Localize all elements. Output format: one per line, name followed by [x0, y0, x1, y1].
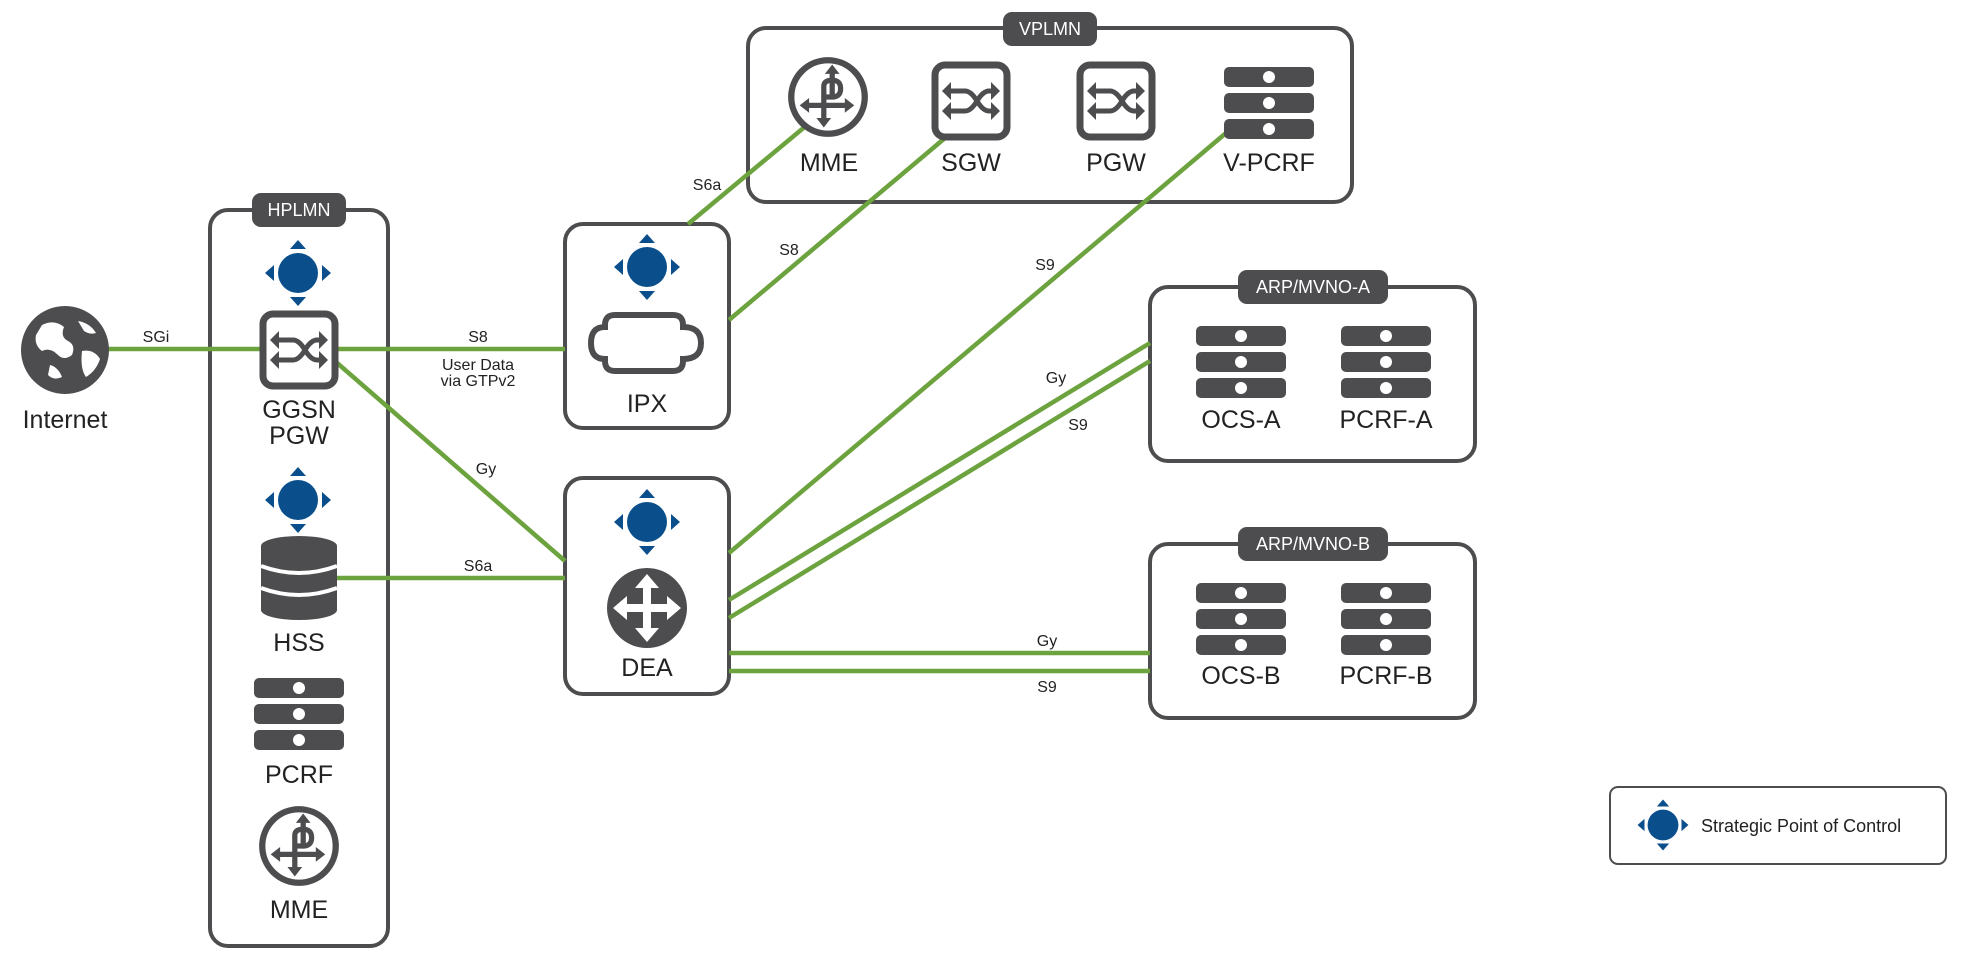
link-label-gy-home: Gy: [476, 461, 496, 478]
vplmn-box: VPLMN: [746, 12, 1354, 204]
link-label-gy-a: Gy: [1046, 370, 1066, 387]
link-label-s8-home: S8: [468, 329, 488, 346]
sgw-label: SGW: [941, 149, 1001, 177]
pcrf-server-icon: [254, 678, 344, 750]
pgw-visited-label: PGW: [1086, 149, 1146, 177]
mme-visited-icon: [791, 60, 865, 134]
pcrf-b-server-icon: [1341, 583, 1431, 655]
ocs-b-label: OCS-B: [1201, 662, 1280, 690]
mme-visited-label: MME: [800, 149, 858, 177]
pcrf-a-label: PCRF-A: [1339, 406, 1432, 434]
pgw-visited-switch-icon: [1080, 65, 1152, 137]
ocs-a-server-icon: [1196, 326, 1286, 398]
link-s9-vpcrf: [727, 131, 1228, 555]
ipx-label: IPX: [627, 390, 668, 418]
link-label-sgi: SGi: [143, 329, 170, 346]
hss-label: HSS: [273, 629, 324, 657]
link-gy-home: [334, 360, 567, 563]
link-label-via-gtpv2: via GTPv2: [441, 373, 516, 390]
mme-home-label: MME: [270, 896, 328, 924]
ggsn-label: GGSN: [262, 396, 336, 424]
ocs-a-label: OCS-A: [1201, 406, 1281, 434]
link-label-s6a-home: S6a: [464, 558, 493, 575]
link-label-gy-b: Gy: [1037, 633, 1057, 650]
legend-label: Strategic Point of Control: [1701, 816, 1901, 836]
vplmn-tab-label: VPLMN: [1019, 19, 1081, 39]
pcrf-b-label: PCRF-B: [1339, 662, 1432, 690]
ipx-cloud-icon: [591, 315, 701, 371]
link-s9-a: [727, 359, 1152, 620]
link-s6a-visited: [686, 123, 809, 226]
arp-mvno-a-tab-label: ARP/MVNO-A: [1256, 277, 1370, 297]
link-label-s9-a: S9: [1068, 417, 1088, 434]
pcrf-label: PCRF: [265, 761, 333, 789]
pgw-home-label: PGW: [269, 422, 329, 450]
internet-globe-icon: [21, 306, 109, 394]
dea-label: DEA: [621, 654, 673, 682]
links: [108, 123, 1228, 674]
pcrf-a-server-icon: [1341, 326, 1431, 398]
mme-home-icon: [262, 809, 336, 883]
link-label-user-data: User Data: [442, 357, 514, 374]
vpcrf-label: V-PCRF: [1223, 149, 1315, 177]
link-label-s9-b: S9: [1037, 679, 1057, 696]
link-gy-a: [727, 341, 1152, 602]
link-label-s6a-visited: S6a: [693, 177, 722, 194]
legend: Strategic Point of Control: [1609, 786, 1947, 865]
sgw-switch-icon: [935, 65, 1007, 137]
internet-label: Internet: [23, 406, 108, 434]
hss-database-icon: [259, 536, 339, 620]
link-s8-visited: [727, 136, 947, 322]
ggsn-pgw-switch-icon: [263, 314, 335, 386]
vpcrf-server-icon: [1224, 67, 1314, 139]
dea-router-icon: [607, 568, 687, 648]
link-label-s9-vpcrf: S9: [1035, 257, 1055, 274]
hplmn-tab-label: HPLMN: [267, 200, 330, 220]
arp-mvno-b-tab-label: ARP/MVNO-B: [1256, 534, 1370, 554]
ocs-b-server-icon: [1196, 583, 1286, 655]
link-label-s8-visited: S8: [779, 242, 799, 259]
